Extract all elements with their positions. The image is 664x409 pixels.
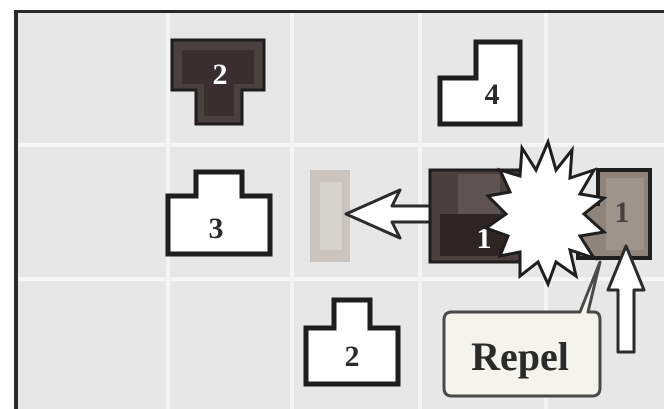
piece-white-3[interactable]: 3: [168, 172, 270, 254]
piece-dark-2[interactable]: 2: [172, 40, 264, 124]
piece-label: 2: [345, 340, 360, 373]
repel-label: Repel: [471, 334, 569, 379]
arrow-up-icon: [608, 246, 644, 352]
piece-label: 4: [485, 78, 500, 111]
piece-hit-1[interactable]: 1: [578, 170, 650, 258]
piece-label: 1: [615, 196, 630, 229]
piece-white-2[interactable]: 2: [306, 300, 398, 384]
ghost-block-icon: [310, 170, 350, 262]
piece-label: 3: [209, 212, 224, 245]
piece-label: 2: [213, 58, 228, 91]
repel-callout: Repel: [444, 262, 600, 396]
piece-white-4[interactable]: 4: [440, 42, 520, 124]
